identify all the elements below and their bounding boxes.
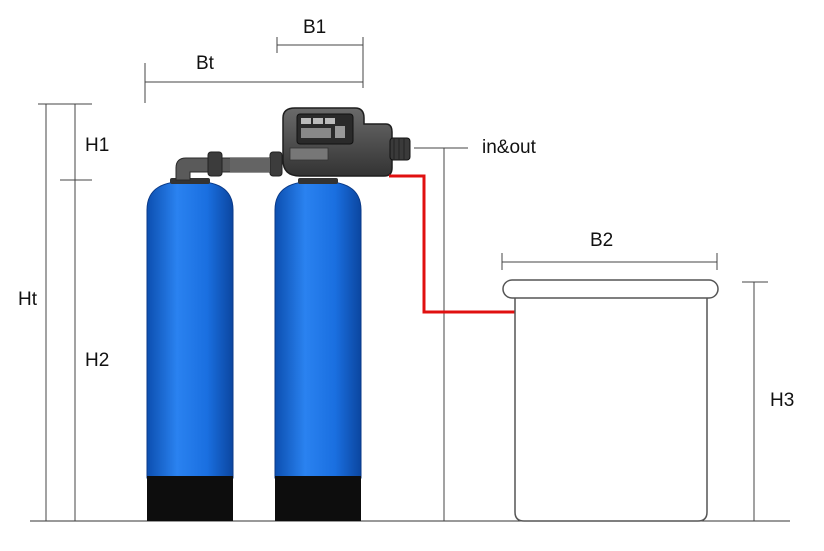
brine-tank-lid [502,279,719,299]
dimension-ht: Ht [18,103,92,521]
softener-tank-left [146,178,234,521]
label-ht: Ht [18,289,38,310]
dimension-h3: H3 [742,281,794,521]
label-bt: Bt [196,53,215,74]
label-in-out: in&out [482,137,537,158]
label-h1: H1 [85,135,109,156]
valve-port-connector [389,137,411,161]
tank-base-right [275,476,361,521]
softener-tank-right [274,178,362,521]
dimension-bt: Bt [144,53,363,103]
tank-base-left [147,476,233,521]
label-h2: H2 [85,350,109,371]
dimension-b1: B1 [276,17,364,88]
valve-label-plate [289,147,329,161]
dimension-b2: B2 [501,230,718,270]
brine-feed-line [389,174,518,314]
dimension-in-out: in&out [414,137,537,521]
label-b1: B1 [303,17,326,38]
dimension-h1-h2: H1 H2 [60,104,109,521]
connecting-pipe [175,151,283,181]
control-valve [282,107,411,177]
brine-tank [502,279,719,522]
label-h3: H3 [770,390,794,411]
label-b2: B2 [590,230,613,251]
